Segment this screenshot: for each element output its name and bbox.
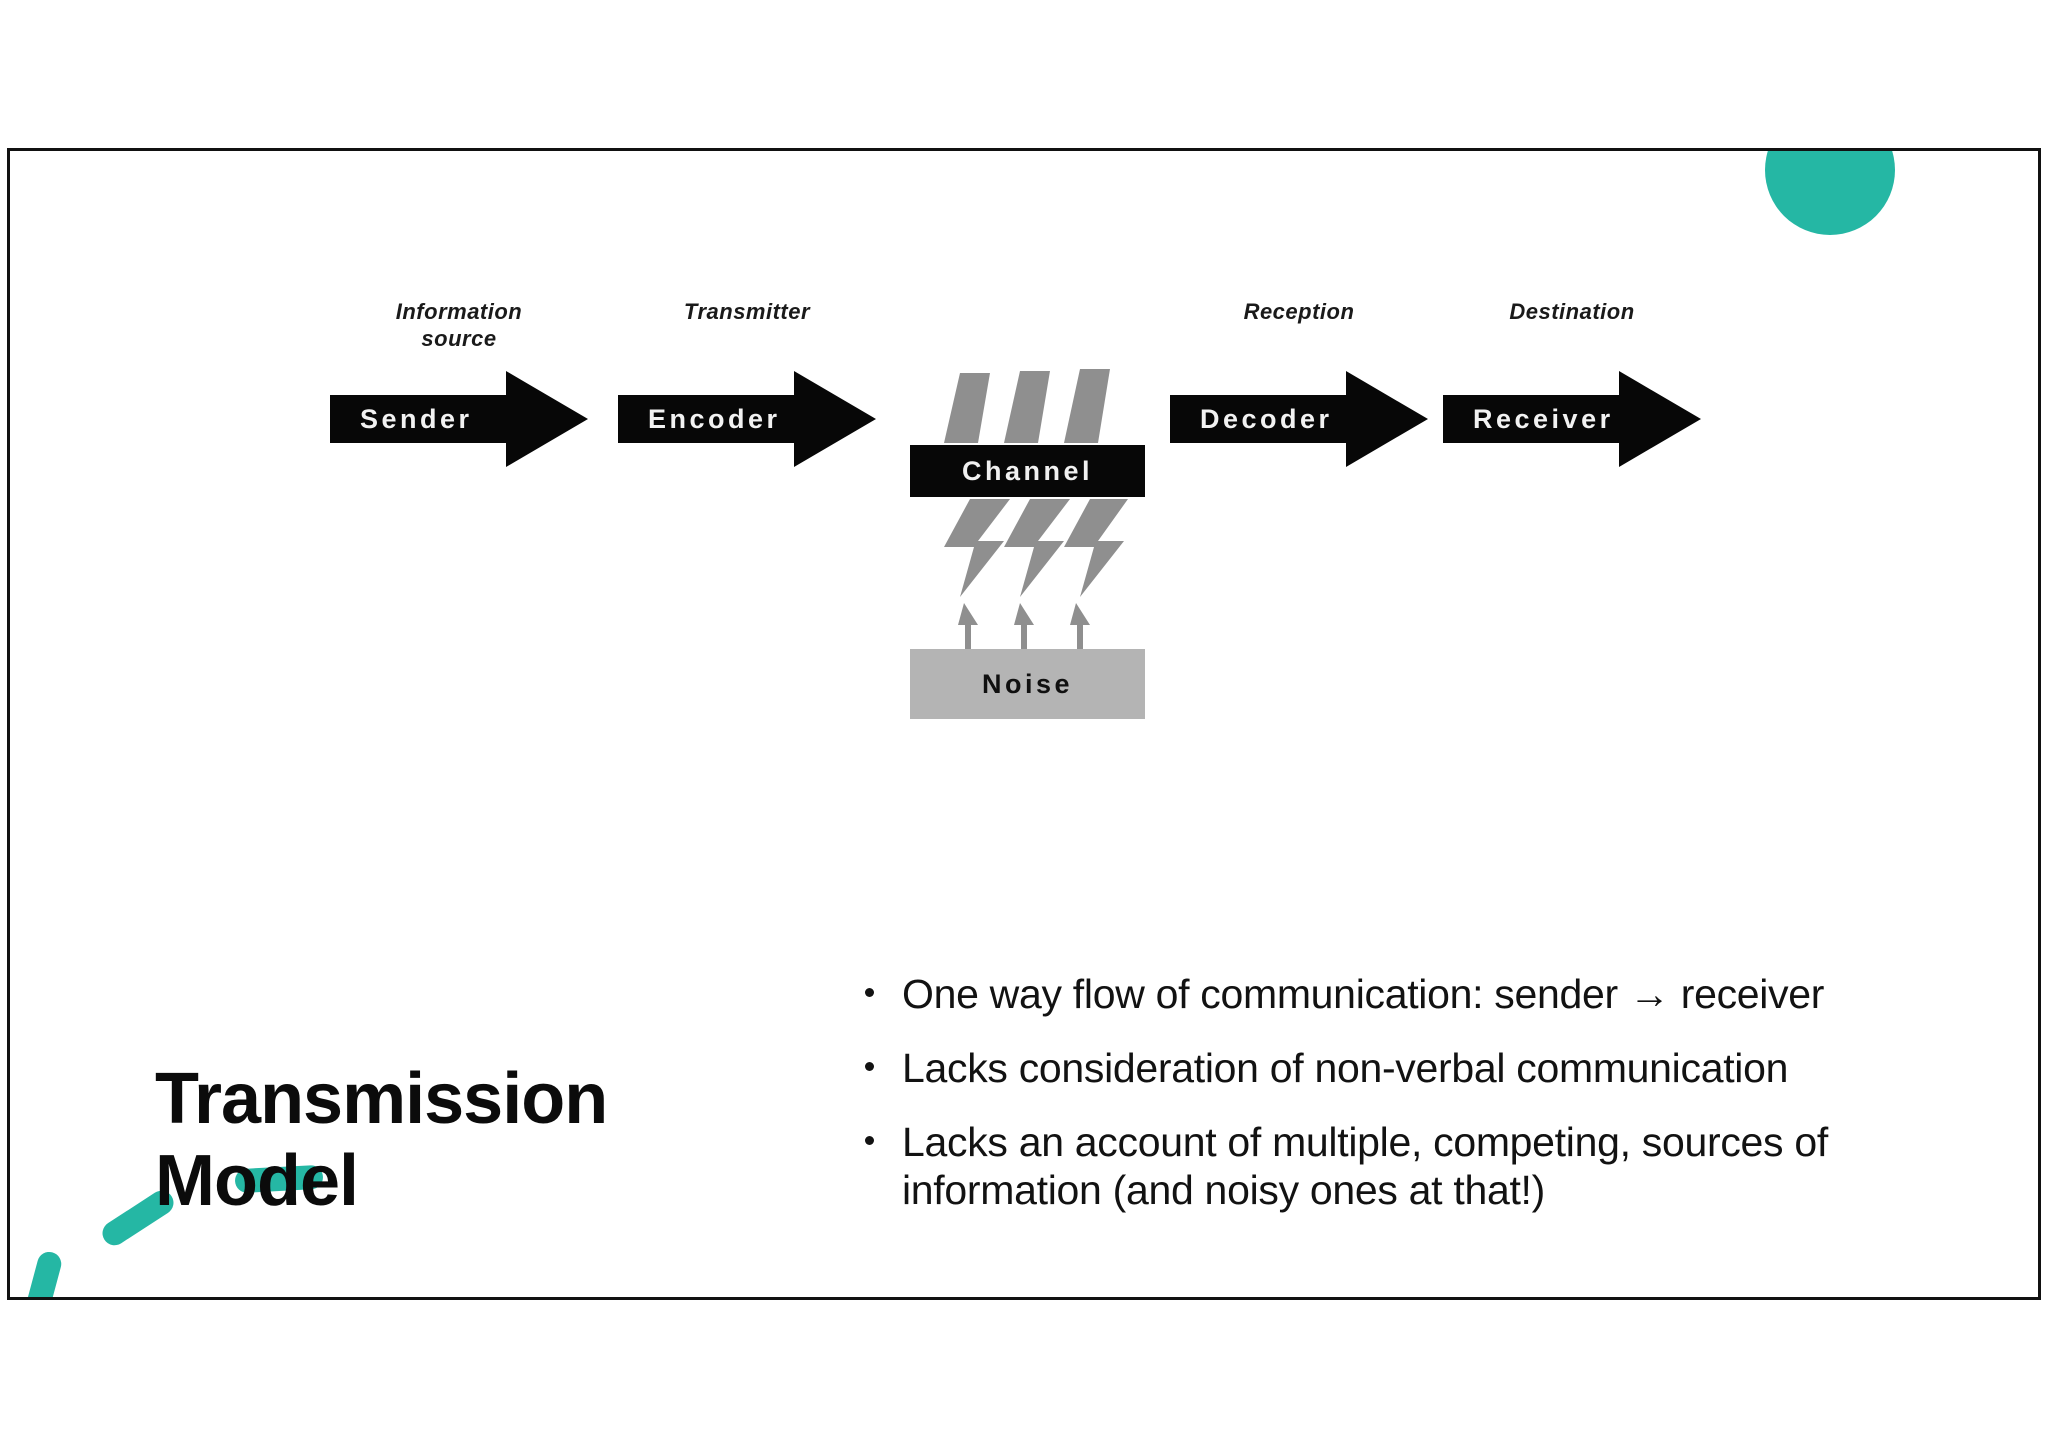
stage-label-transmitter: Transmitter [683, 299, 811, 324]
diagram-noise-box: Noise [910, 649, 1145, 719]
teal-brush-stroke-vertical-decoration [20, 1249, 64, 1297]
diagram-channel-box: Channel [910, 445, 1145, 497]
transmission-model-diagram: Information source Sender Transmitter En… [330, 299, 1730, 739]
block-arrow-encoder [618, 371, 876, 467]
teal-circle-decoration [1765, 151, 1895, 235]
bullet-text: Lacks an account of multiple, competing,… [902, 1118, 1828, 1213]
diagram-channel-noise-group: Channel Noise [898, 365, 1146, 739]
bullet-list-item: One way flow of communication: sender → … [855, 971, 1975, 1019]
bullet-dot-icon [865, 1135, 874, 1145]
block-arrow-sender [330, 371, 588, 467]
interference-bolts [944, 369, 1128, 651]
stage-label-destination: Destination [1509, 299, 1635, 324]
slide-title-line-1: Transmission [155, 1059, 608, 1139]
noise-label: Noise [981, 668, 1074, 699]
bullet-dot-icon [865, 988, 874, 997]
bullet-text: One way flow of communication: sender → … [902, 971, 1825, 1017]
slide-title-line-2: Model [155, 1141, 359, 1222]
block-arrow-receiver [1443, 371, 1701, 467]
slide-title: Transmission Model [155, 1058, 715, 1222]
bullet-list-item: Lacks an account of multiple, competing,… [855, 1119, 1975, 1215]
block-arrow-decoder [1170, 371, 1428, 467]
stage-label-information-source: Information source [395, 299, 523, 351]
channel-label: Channel [961, 455, 1093, 486]
stage-label-reception: Reception [1243, 299, 1355, 324]
bullet-text: Lacks consideration of non-verbal commun… [902, 1044, 1789, 1091]
bullet-list: One way flow of communication: sender → … [855, 971, 1975, 1215]
slide-canvas: Information source Sender Transmitter En… [7, 148, 2041, 1300]
bullet-list-item: Lacks consideration of non-verbal commun… [855, 1045, 1975, 1093]
bullet-dot-icon [865, 1061, 874, 1071]
